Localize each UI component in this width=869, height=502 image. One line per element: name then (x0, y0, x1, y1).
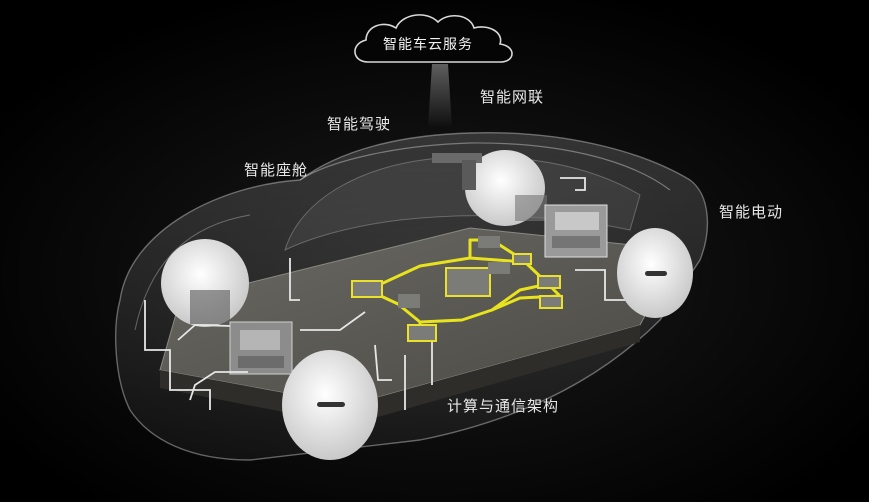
rear-right-wheel (465, 150, 547, 226)
cloud-icon (354, 14, 513, 128)
rear-left-wheel (161, 239, 249, 327)
ecu-modules (351, 236, 563, 342)
front-left-wheel (282, 350, 378, 460)
label-driving: 智能驾驶 (327, 115, 392, 133)
front-right-wheel (617, 228, 693, 318)
rear-motor-unit (229, 321, 293, 375)
steering-column (432, 153, 482, 190)
label-cockpit: 智能座舱 (244, 161, 309, 179)
label-connectivity: 智能网联 (480, 88, 545, 106)
cloud-service-label: 智能车云服务 (383, 37, 473, 53)
label-architecture: 计算与通信架构 (447, 397, 560, 415)
front-motor-unit (544, 204, 608, 258)
label-powertrain: 智能电动 (719, 203, 784, 221)
wiring-harness (144, 177, 625, 410)
cloud-beam (428, 64, 452, 128)
